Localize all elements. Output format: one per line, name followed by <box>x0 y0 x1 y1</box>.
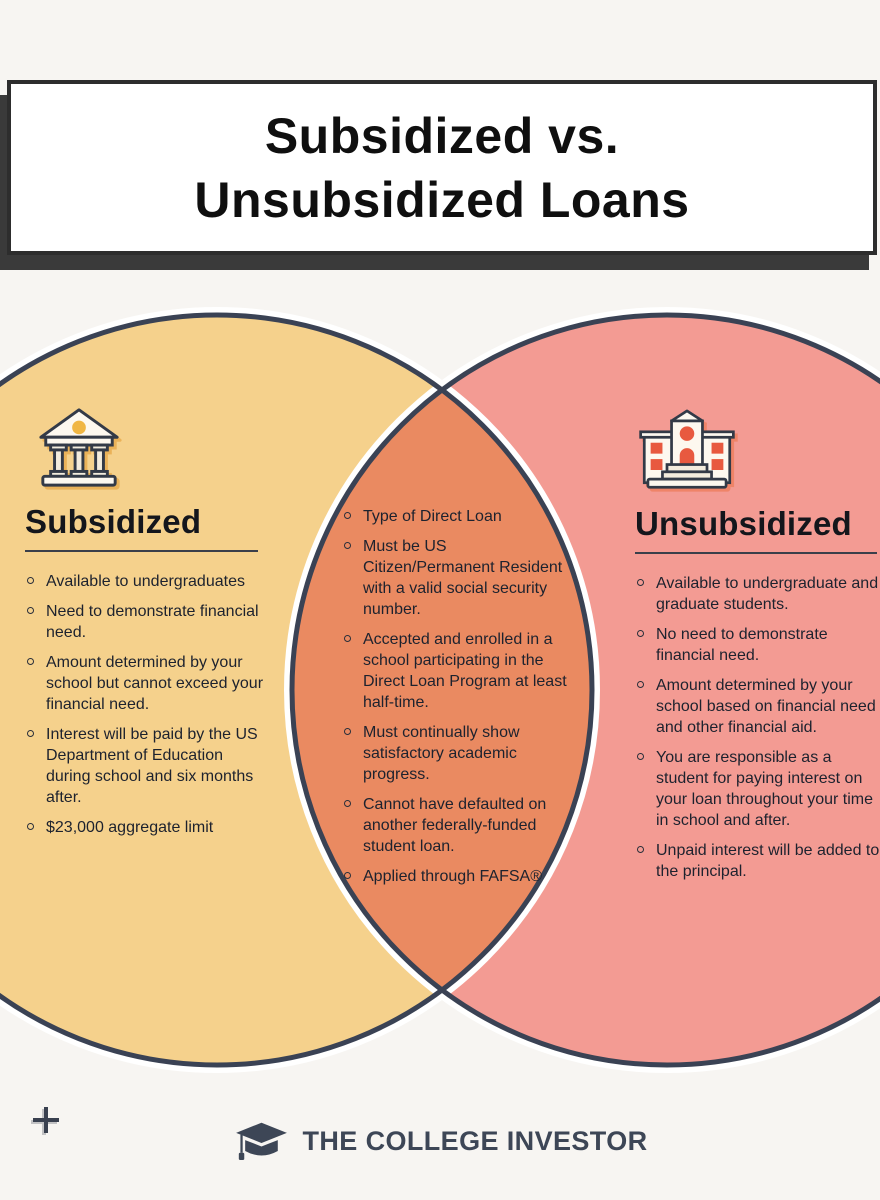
list-item-text: Must be US Citizen/Permanent Resident wi… <box>363 538 563 618</box>
list-item-text: Available to undergraduate and graduate … <box>656 575 879 613</box>
list-item-text: Amount determined by your school but can… <box>46 654 264 713</box>
list-item: Available to undergraduates <box>25 571 271 592</box>
subsidized-heading-underline <box>25 550 258 552</box>
list-item-text: You are responsible as a student for pay… <box>656 749 874 829</box>
bullet-icon <box>637 630 644 637</box>
bullet-icon <box>344 800 351 807</box>
subsidized-circle-halo <box>0 307 600 1073</box>
list-item-text: Must continually show satisfactory acade… <box>363 724 520 783</box>
graduation-cap-icon <box>232 1121 291 1161</box>
list-item-text: Unpaid interest will be added to the pri… <box>656 842 880 880</box>
list-item: Type of Direct Loan <box>342 506 574 527</box>
bullet-icon <box>27 730 34 737</box>
list-item-text: Cannot have defaulted on another federal… <box>363 796 547 855</box>
unsubsidized-circle-outline <box>289 312 880 1068</box>
list-item: Must be US Citizen/Permanent Resident wi… <box>342 536 574 620</box>
bullet-icon <box>637 753 644 760</box>
title-box: Subsidized vs. Unsubsidized Loans <box>7 80 877 255</box>
unsubsidized-list: Available to undergraduate and graduate … <box>635 573 880 882</box>
list-item: Interest will be paid by the US Departme… <box>25 724 271 808</box>
list-item: $23,000 aggregate limit <box>25 817 271 838</box>
plus-icon <box>33 1107 59 1133</box>
list-item: Must continually show satisfactory acade… <box>342 722 574 785</box>
page-title-line1: Subsidized vs. <box>264 107 620 164</box>
list-item-text: No need to demonstrate financial need. <box>656 626 828 664</box>
bullet-icon <box>344 542 351 549</box>
brand-logo: THE COLLEGE INVESTOR <box>232 1118 647 1164</box>
list-item-text: Accepted and enrolled in a school partic… <box>363 631 567 711</box>
list-item: Applied through FAFSA® <box>342 866 574 887</box>
list-item: No need to demonstrate financial need. <box>635 624 880 666</box>
list-item-text: Need to demonstrate financial need. <box>46 603 259 641</box>
bullet-icon <box>637 681 644 688</box>
list-item-text: Interest will be paid by the US Departme… <box>46 726 258 806</box>
subsidized-circle-outline <box>0 312 595 1068</box>
bullet-icon <box>27 577 34 584</box>
bullet-icon <box>27 658 34 665</box>
bullet-icon <box>344 872 351 879</box>
bullet-icon <box>27 823 34 830</box>
list-item-text: Amount determined by your school based o… <box>656 677 876 736</box>
unsubsidized-heading: Unsubsidized <box>635 505 852 542</box>
list-item: Accepted and enrolled in a school partic… <box>342 629 574 713</box>
bullet-icon <box>637 579 644 586</box>
list-item-text: $23,000 aggregate limit <box>46 819 214 836</box>
overlap-lens <box>292 390 592 990</box>
subsidized-heading: Subsidized <box>25 503 202 540</box>
list-item-text: Applied through FAFSA® <box>363 868 542 885</box>
list-item: Amount determined by your school based o… <box>635 675 880 738</box>
bullet-icon <box>637 846 644 853</box>
unsubsidized-heading-underline <box>635 552 877 554</box>
list-item: Available to undergraduate and graduate … <box>635 573 880 615</box>
list-item: You are responsible as a student for pay… <box>635 747 880 831</box>
brand-name: THE COLLEGE INVESTOR <box>302 1125 648 1156</box>
unsubsidized-panel: Unsubsidized Available to undergraduate … <box>635 407 880 891</box>
list-item: Unpaid interest will be added to the pri… <box>635 840 880 882</box>
bank-icon <box>39 408 119 487</box>
unsubsidized-circle-halo <box>284 307 880 1073</box>
bullet-icon <box>344 635 351 642</box>
page-title-line2: Unsubsidized Loans <box>194 171 690 228</box>
list-item: Amount determined by your school but can… <box>25 652 271 715</box>
school-icon <box>639 409 735 489</box>
list-item: Cannot have defaulted on another federal… <box>342 794 574 857</box>
list-item: Need to demonstrate financial need. <box>25 601 271 643</box>
list-item-text: Type of Direct Loan <box>363 508 502 525</box>
list-item-text: Available to undergraduates <box>46 573 245 590</box>
bullet-icon <box>27 607 34 614</box>
bullet-icon <box>344 728 351 735</box>
bullet-icon <box>344 512 351 519</box>
